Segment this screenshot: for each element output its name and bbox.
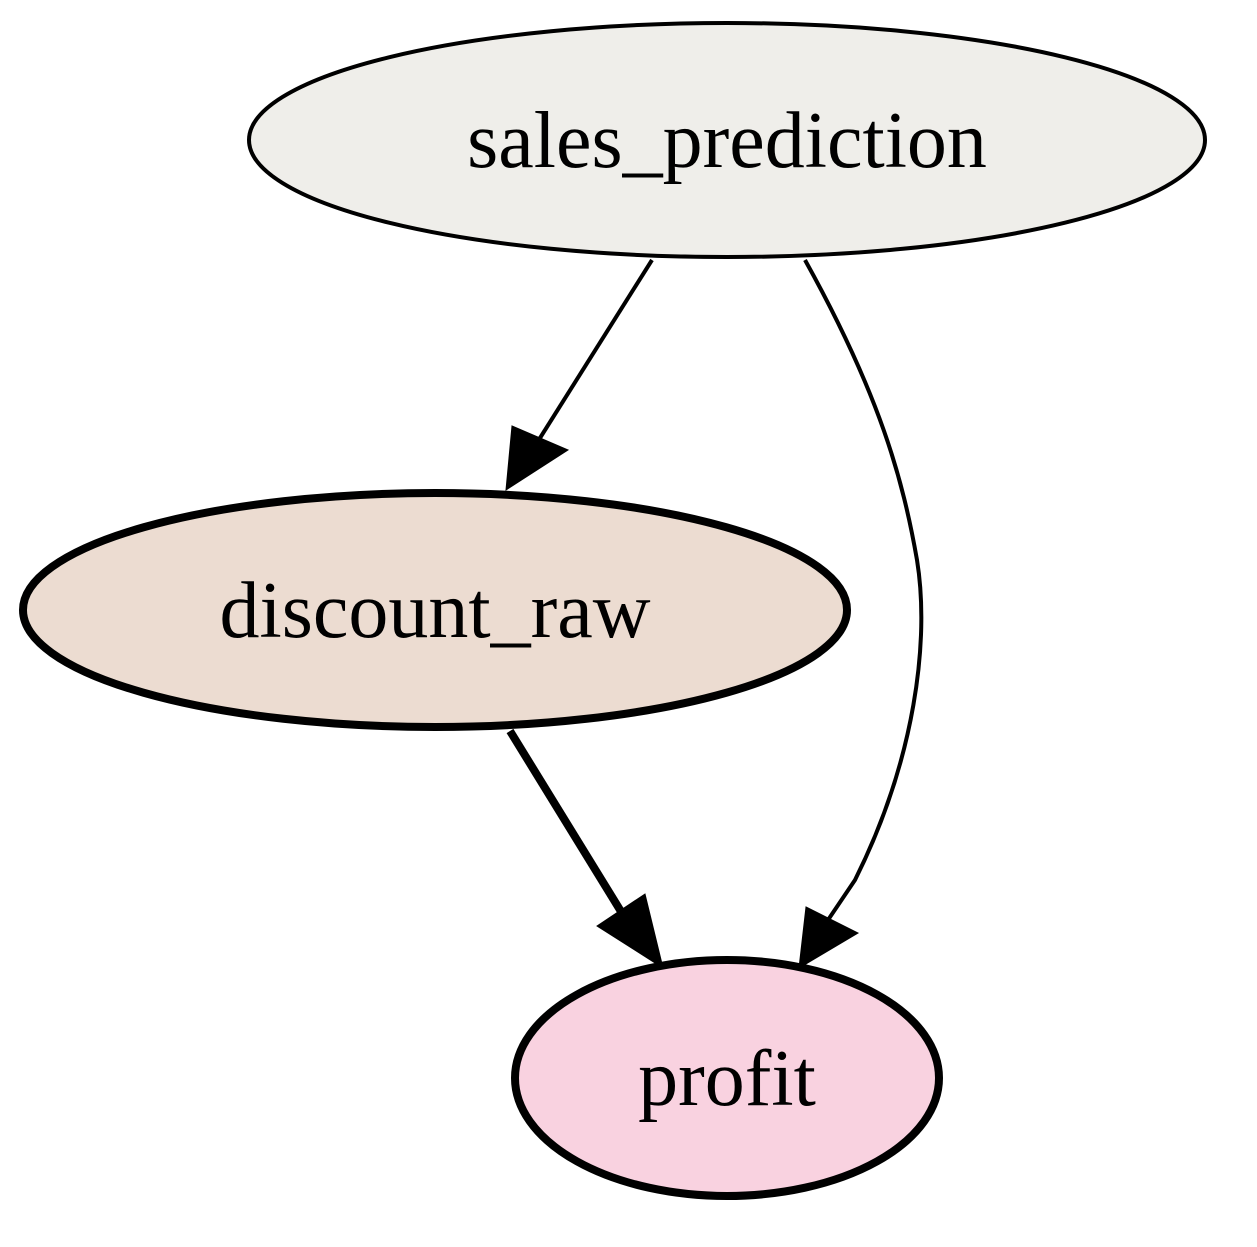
edge-arrowhead (596, 893, 664, 970)
node-label: profit (638, 1035, 816, 1123)
edge-sales-prediction-to-profit (798, 259, 924, 969)
node-label: sales_prediction (467, 97, 987, 185)
node-label: discount_raw (219, 567, 650, 655)
node-shape (511, 956, 943, 1200)
edge-sales-prediction-to-discount-raw (505, 258, 654, 491)
edge-discount-raw-to-profit (506, 728, 664, 970)
node-profit[interactable]: profit (511, 956, 943, 1200)
node-shape (247, 21, 1207, 259)
node-sales-prediction[interactable]: sales_prediction (247, 21, 1207, 259)
node-shape (19, 489, 851, 731)
edge-arrowhead (798, 906, 860, 969)
node-discount-raw[interactable]: discount_raw (19, 489, 851, 731)
edge-arrowhead (505, 425, 570, 491)
